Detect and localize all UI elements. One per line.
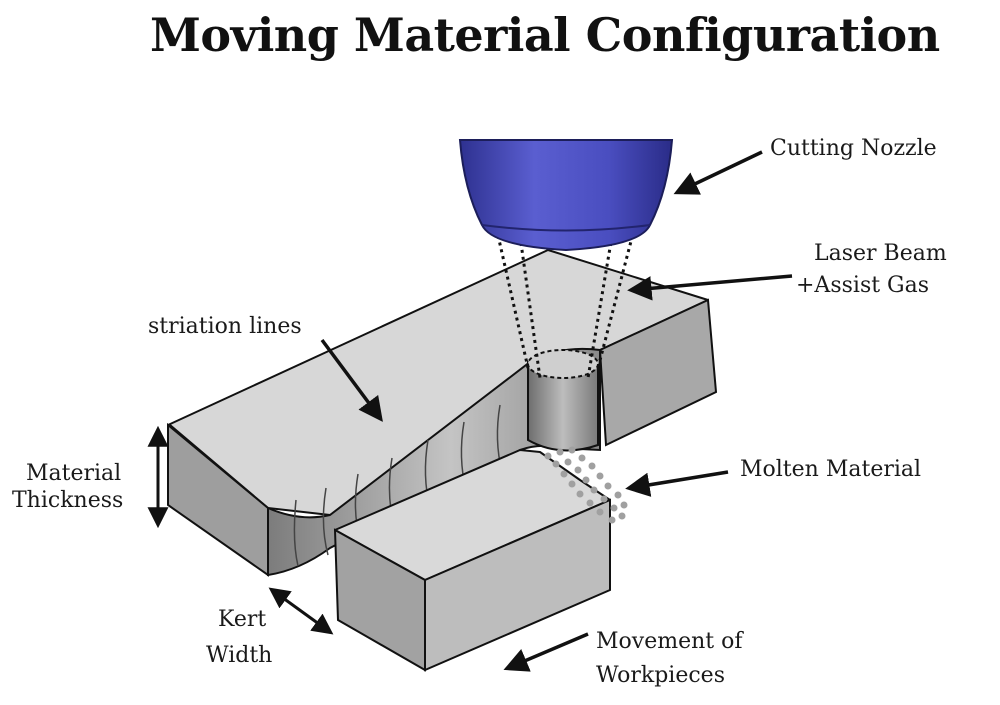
label-molten-material: Molten Material <box>740 457 921 482</box>
movement-direction-arrow <box>503 632 589 672</box>
back-workpiece <box>167 249 718 577</box>
label-laser-beam-line2: +Assist Gas <box>796 273 929 298</box>
kerf-wall <box>267 347 601 577</box>
front-block-right-face <box>424 498 611 672</box>
cutting-nozzle <box>458 139 674 252</box>
nozzle-body <box>458 139 674 252</box>
label-cutting-nozzle: Cutting Nozzle <box>770 136 937 161</box>
back-block-right-face <box>598 298 718 447</box>
laser-beam-cone <box>493 221 638 379</box>
cut-hole-top-rim <box>527 349 599 379</box>
molten-material-pointer <box>625 470 729 497</box>
diagram-title: Moving Material Configuration <box>150 8 940 62</box>
label-material-thickness-line2: Thickness <box>12 488 123 513</box>
label-kerf-width-line1: Kert <box>218 607 266 632</box>
label-laser-beam-line1: Laser Beam <box>814 241 947 266</box>
label-material-thickness-line1: Material <box>26 461 121 486</box>
label-striation-lines: striation lines <box>148 314 302 339</box>
laser-beam-pointer <box>627 274 793 301</box>
label-movement-line2: Workpieces <box>596 663 725 688</box>
striation-lines-pointer <box>320 338 383 422</box>
kerf-width-arrow <box>268 587 334 635</box>
front-workpiece <box>333 449 611 672</box>
cutting-nozzle-pointer <box>673 150 763 195</box>
label-movement-line1: Movement of <box>596 629 744 654</box>
molten-material-particles <box>544 446 628 524</box>
label-kerf-width-line2: Width <box>206 643 272 668</box>
